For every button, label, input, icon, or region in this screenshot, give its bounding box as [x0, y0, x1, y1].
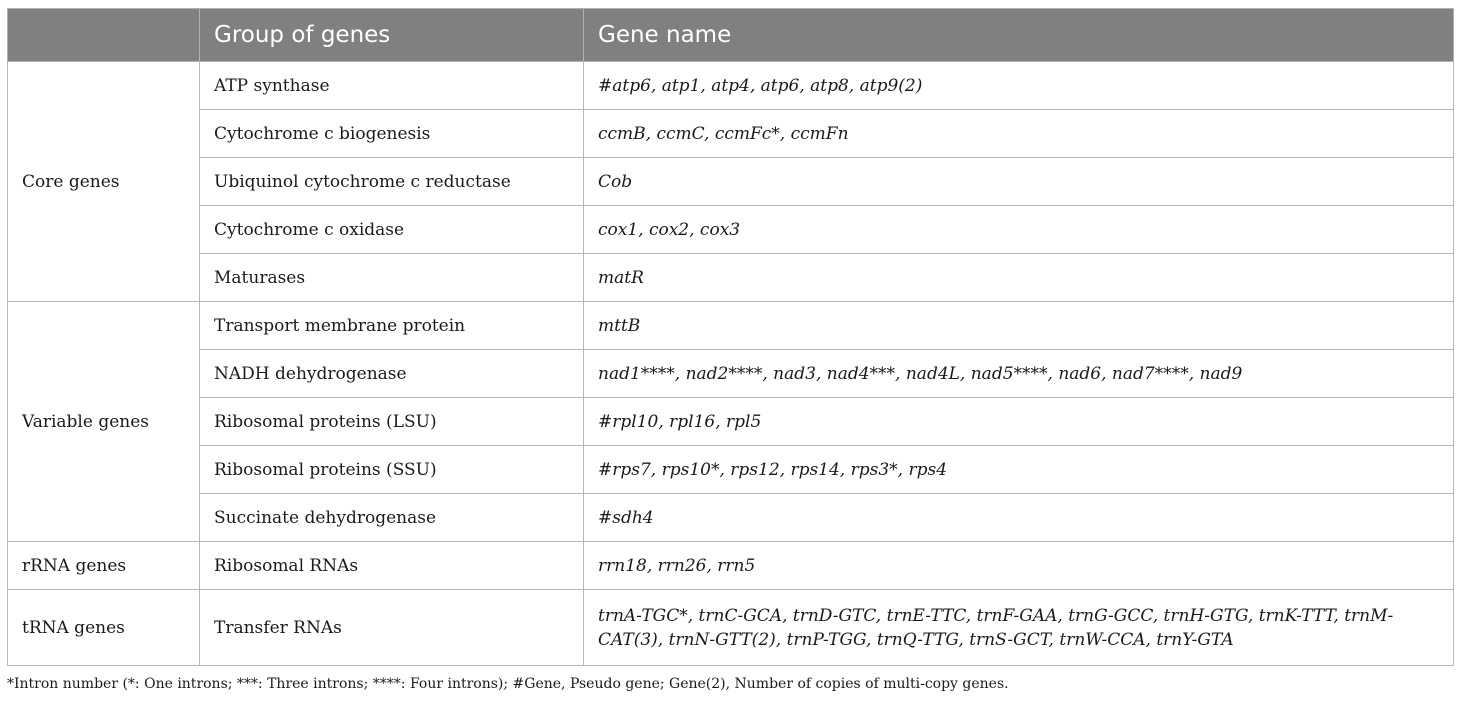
gene-name-cell: ccmB, ccmC, ccmFc*, ccmFn	[583, 109, 1454, 158]
gene-table: Group of genes Gene name Core genes ATP …	[7, 8, 1454, 666]
group-cell: Ubiquinol cytochrome c reductase	[199, 157, 584, 206]
category-cell: rRNA genes	[7, 541, 200, 590]
category-cell: tRNA genes	[7, 589, 200, 666]
table-row: Maturases matR	[8, 253, 1454, 302]
table-row: NADH dehydrogenase nad1****, nad2****, n…	[8, 349, 1454, 398]
gene-name-cell: trnA-TGC*, trnC-GCA, trnD-GTC, trnE-TTC,…	[583, 589, 1454, 666]
gene-name-cell: rrn18, rrn26, rrn5	[583, 541, 1454, 590]
group-cell: Cytochrome c oxidase	[199, 205, 584, 254]
gene-name-cell: mttB	[583, 301, 1454, 350]
category-cell: Variable genes	[7, 301, 200, 542]
gene-name-cell: #rpl10, rpl16, rpl5	[583, 397, 1454, 446]
gene-name-cell: Cob	[583, 157, 1454, 206]
gene-name-cell: matR	[583, 253, 1454, 302]
group-cell: Ribosomal proteins (LSU)	[199, 397, 584, 446]
group-cell: ATP synthase	[199, 61, 584, 110]
group-cell: Ribosomal proteins (SSU)	[199, 445, 584, 494]
gene-name-cell: cox1, cox2, cox3	[583, 205, 1454, 254]
gene-name-cell: #sdh4	[583, 493, 1454, 542]
gene-table-container: Group of genes Gene name Core genes ATP …	[7, 8, 1454, 666]
table-row: Core genes ATP synthase #atp6, atp1, atp…	[7, 61, 1454, 302]
table-row: tRNA genes Transfer RNAs trnA-TGC*, trnC…	[7, 589, 1454, 666]
table-row: Ribosomal proteins (SSU) #rps7, rps10*, …	[8, 445, 1454, 494]
table-row: Succinate dehydrogenase #sdh4	[8, 493, 1454, 542]
table-row: Ribosomal proteins (LSU) #rpl10, rpl16, …	[8, 397, 1454, 446]
group-cell: Transfer RNAs	[199, 589, 584, 666]
group-cell: Succinate dehydrogenase	[199, 493, 584, 542]
table-footnote: *Intron number (*: One introns; ***: Thr…	[7, 676, 1009, 692]
group-cell: Ribosomal RNAs	[199, 541, 584, 590]
table-row: Ubiquinol cytochrome c reductase Cob	[8, 157, 1454, 206]
table-row: Cytochrome c biogenesis ccmB, ccmC, ccmF…	[8, 109, 1454, 158]
header-gene-name: Gene name	[583, 8, 1454, 62]
table-row: rRNA genes Ribosomal RNAs rrn18, rrn26, …	[7, 541, 1454, 590]
gene-name-cell: #atp6, atp1, atp4, atp6, atp8, atp9(2)	[583, 61, 1454, 110]
gene-name-cell: nad1****, nad2****, nad3, nad4***, nad4L…	[583, 349, 1454, 398]
table-header-row: Group of genes Gene name	[7, 8, 1454, 62]
table-row: Cytochrome c oxidase cox1, cox2, cox3	[8, 205, 1454, 254]
category-cell: Core genes	[7, 61, 200, 302]
table-row: Variable genes Transport membrane protei…	[7, 301, 1454, 542]
gene-name-cell: #rps7, rps10*, rps12, rps14, rps3*, rps4	[583, 445, 1454, 494]
header-category	[7, 8, 200, 62]
header-group: Group of genes	[199, 8, 584, 62]
group-cell: NADH dehydrogenase	[199, 349, 584, 398]
group-cell: Transport membrane protein	[199, 301, 584, 350]
group-cell: Maturases	[199, 253, 584, 302]
group-cell: Cytochrome c biogenesis	[199, 109, 584, 158]
